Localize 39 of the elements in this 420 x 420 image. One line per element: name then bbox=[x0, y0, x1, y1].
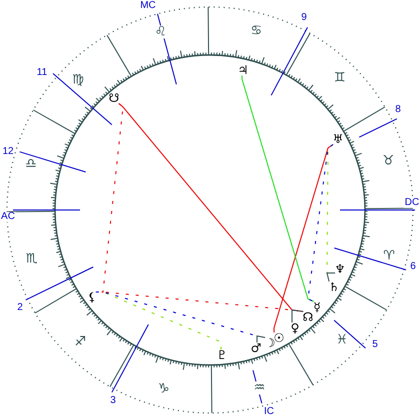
zodiac-sign-symbol: ♋ bbox=[250, 24, 262, 38]
zodiac-sign-symbol: ♍ bbox=[72, 74, 84, 87]
planet-symbol: ☊ bbox=[302, 311, 314, 323]
house-cusp-label: DC bbox=[404, 198, 420, 208]
zodiac-sign-symbol: ♌ bbox=[154, 25, 166, 38]
planet-symbol: ☋ bbox=[108, 92, 120, 104]
house-cusp-label: 5 bbox=[371, 340, 379, 350]
planet-symbol: ♃ bbox=[238, 64, 248, 76]
aspect-line bbox=[256, 336, 266, 343]
house-cusp-label: 12 bbox=[1, 147, 15, 157]
zodiac-sign-symbol: ♈ bbox=[383, 250, 395, 263]
aspect-line bbox=[307, 144, 334, 302]
zodiac-sign-symbol: ♉ bbox=[382, 154, 394, 168]
zodiac-sign-symbol: ♓ bbox=[336, 333, 348, 346]
planet-symbol: ♆ bbox=[334, 263, 346, 275]
house-cusp-label: MC bbox=[139, 1, 157, 11]
planet-symbol: ☿ bbox=[313, 301, 321, 313]
aspect-line bbox=[292, 310, 304, 323]
house-cusp-label: 6 bbox=[409, 262, 417, 272]
planet-symbol: ♀ bbox=[290, 322, 300, 334]
house-cusp-label: 9 bbox=[300, 13, 308, 23]
house-cusp-label: 8 bbox=[394, 105, 402, 115]
house-cusp-label: AC bbox=[0, 212, 16, 222]
house-cusp-label: IC bbox=[263, 407, 275, 417]
planet-symbol: ☉ bbox=[274, 332, 284, 344]
planet-symbol: ♅ bbox=[332, 133, 344, 145]
aspect-line bbox=[326, 272, 336, 282]
house-cusp-label: 2 bbox=[16, 303, 24, 313]
planet-symbol: ☽ bbox=[264, 337, 276, 349]
planet-symbol: ♄ bbox=[328, 281, 340, 293]
zodiac-sign-symbol: ♏ bbox=[26, 252, 38, 266]
planet-symbol: ♇ bbox=[216, 349, 228, 361]
house-cusp-label: 11 bbox=[36, 68, 48, 78]
zodiac-sign-symbol: ♒ bbox=[254, 382, 266, 395]
zodiac-sign-symbol: ♐ bbox=[74, 335, 86, 348]
planet-symbol: ♂ bbox=[250, 342, 262, 354]
planet-symbol: ⚸ bbox=[88, 291, 96, 303]
house-cusp-label: 3 bbox=[109, 396, 117, 406]
aspect-line bbox=[242, 75, 314, 302]
